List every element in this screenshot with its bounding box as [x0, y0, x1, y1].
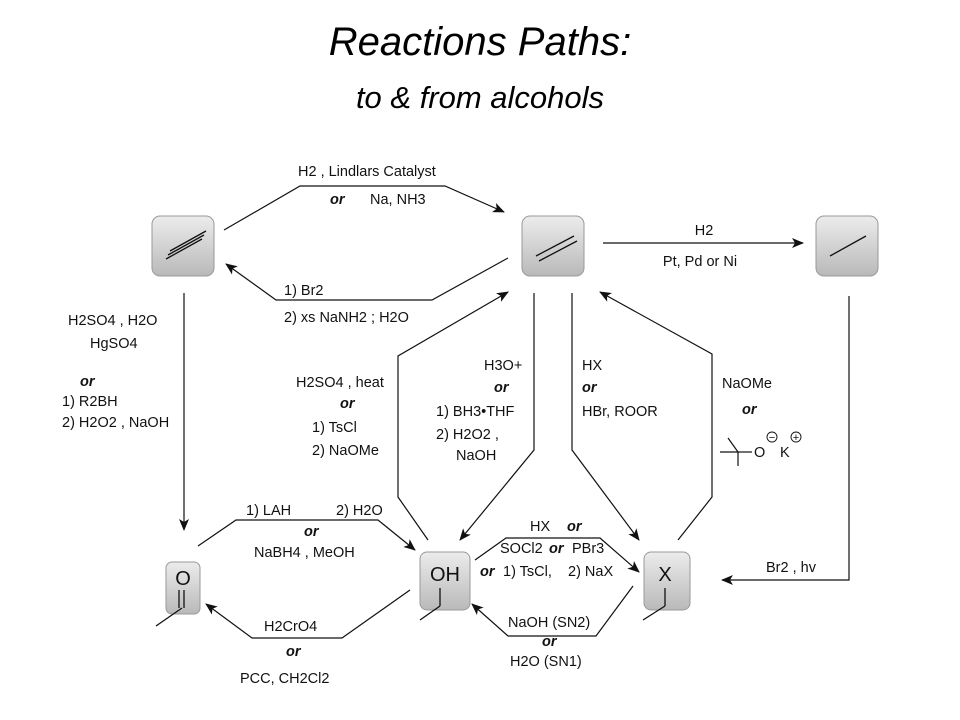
- svg-text:or: or: [542, 634, 558, 650]
- svg-text:H2CrO4: H2CrO4: [264, 619, 317, 635]
- label-alkene-to-alkane: H2 Pt, Pd or Ni: [663, 223, 737, 270]
- svg-text:NaOH (SN2): NaOH (SN2): [508, 615, 590, 631]
- svg-text:2) xs NaNH2 ; H2O: 2) xs NaNH2 ; H2O: [284, 310, 409, 326]
- carbonyl-label: O: [175, 568, 191, 590]
- svg-text:or: or: [742, 402, 758, 418]
- svg-text:HgSO4: HgSO4: [90, 336, 138, 352]
- svg-text:1) R2BH: 1) R2BH: [62, 394, 118, 410]
- label-alkene-to-halide: HX or HBr, ROOR: [582, 358, 658, 420]
- svg-text:1) TsCl: 1) TsCl: [312, 420, 357, 436]
- svg-text:or: or: [80, 374, 96, 390]
- arrow-alcohol-to-halide: [474, 537, 640, 573]
- label-halide-to-alcohol: NaOH (SN2) or H2O (SN1): [508, 615, 590, 670]
- svg-text:Br2 , hv: Br2 , hv: [766, 560, 817, 576]
- svg-text:K: K: [780, 445, 790, 461]
- svg-text:−: −: [769, 432, 775, 444]
- svg-text:NaOMe: NaOMe: [722, 376, 772, 392]
- svg-text:2) NaX: 2) NaX: [568, 564, 613, 580]
- label-alcohol-to-halide: HX or SOCl2 or PBr3 or 1) TsCl, 2) NaX: [480, 519, 613, 580]
- svg-text:2) H2O: 2) H2O: [336, 503, 383, 519]
- svg-text:PBr3: PBr3: [572, 541, 604, 557]
- alcohol-label: OH: [430, 564, 460, 586]
- arrow-carbonyl-to-alcohol: [197, 519, 416, 551]
- page-title: Reactions Paths:: [328, 20, 632, 64]
- label-alcohol-to-alkene: H2SO4 , heat or 1) TsCl 2) NaOMe: [296, 375, 384, 459]
- svg-text:2) NaOMe: 2) NaOMe: [312, 443, 379, 459]
- label-alcohol-to-carbonyl: H2CrO4 or PCC, CH2Cl2: [240, 619, 329, 687]
- svg-text:or: or: [567, 519, 583, 535]
- svg-text:H2O (SN1): H2O (SN1): [510, 654, 582, 670]
- svg-text:HX: HX: [582, 358, 602, 374]
- label-carbonyl-to-alcohol: 1) LAH 2) H2O or NaBH4 , MeOH: [246, 503, 383, 561]
- node-alkane: [815, 215, 879, 277]
- arrow-alkyne-to-alkene: [223, 185, 505, 231]
- node-halide: X: [642, 551, 691, 621]
- arrow-halide-to-alkene: [599, 291, 713, 541]
- label-alkyne-to-alkene: H2 , Lindlars Catalyst or Na, NH3: [298, 164, 436, 208]
- label-alkene-to-alkyne: 1) Br2 2) xs NaNH2 ; H2O: [284, 283, 409, 326]
- svg-text:2) H2O2 ,: 2) H2O2 ,: [436, 427, 499, 443]
- label-alkane-to-halide: Br2 , hv: [766, 560, 817, 576]
- tert-butoxide-structure: O − K +: [720, 431, 802, 466]
- label-alkene-to-alcohol: H3O+ or 1) BH3•THF 2) H2O2 , NaOH: [436, 358, 522, 464]
- svg-text:SOCl2: SOCl2: [500, 541, 543, 557]
- arrow-alcohol-to-alkene: [397, 291, 509, 541]
- svg-text:NaBH4 , MeOH: NaBH4 , MeOH: [254, 545, 355, 561]
- svg-text:1) Br2: 1) Br2: [284, 283, 324, 299]
- arrow-alcohol-to-carbonyl: [205, 589, 411, 639]
- node-alkene: [521, 215, 585, 277]
- svg-text:or: or: [286, 644, 302, 660]
- svg-text:H2SO4 , H2O: H2SO4 , H2O: [68, 313, 157, 329]
- svg-text:or: or: [330, 192, 346, 208]
- svg-text:or: or: [582, 380, 598, 396]
- svg-text:NaOH: NaOH: [456, 448, 496, 464]
- svg-text:1) BH3•THF: 1) BH3•THF: [436, 404, 515, 420]
- svg-text:Pt, Pd or Ni: Pt, Pd or Ni: [663, 254, 737, 270]
- svg-text:or: or: [549, 541, 565, 557]
- arrow-alkene-to-alcohol: [459, 293, 535, 541]
- svg-text:H2 , Lindlars Catalyst: H2 , Lindlars Catalyst: [298, 164, 436, 180]
- page-subtitle: to & from alcohols: [355, 80, 605, 115]
- svg-text:or: or: [494, 380, 510, 396]
- arrow-alkene-to-alkyne: [225, 257, 509, 301]
- svg-text:or: or: [340, 396, 356, 412]
- arrow-alkane-to-halide: [721, 296, 850, 585]
- svg-text:HBr, ROOR: HBr, ROOR: [582, 404, 658, 420]
- svg-text:PCC, CH2Cl2: PCC, CH2Cl2: [240, 671, 329, 687]
- svg-text:HX: HX: [530, 519, 550, 535]
- svg-text:H2SO4 , heat: H2SO4 , heat: [296, 375, 384, 391]
- svg-text:Na, NH3: Na, NH3: [370, 192, 426, 208]
- arrow-alkene-to-halide: [571, 293, 640, 541]
- svg-text:O: O: [754, 445, 765, 461]
- svg-text:H2: H2: [695, 223, 714, 239]
- svg-text:2) H2O2 , NaOH: 2) H2O2 , NaOH: [62, 415, 169, 431]
- node-alcohol: OH: [419, 551, 471, 621]
- label-halide-to-alkene: NaOMe or O − K +: [720, 376, 802, 466]
- svg-text:or: or: [480, 564, 496, 580]
- svg-text:1) TsCl,: 1) TsCl,: [503, 564, 552, 580]
- svg-text:H3O+: H3O+: [484, 358, 522, 374]
- svg-text:+: +: [793, 432, 799, 444]
- svg-text:1) LAH: 1) LAH: [246, 503, 291, 519]
- svg-text:or: or: [304, 524, 320, 540]
- node-carbonyl: O: [155, 561, 201, 627]
- arrow-halide-to-alcohol: [471, 585, 634, 637]
- node-alkyne: [151, 215, 215, 277]
- label-alkyne-to-carbonyl: H2SO4 , H2O HgSO4 or 1) R2BH 2) H2O2 , N…: [62, 313, 169, 431]
- halide-label: X: [658, 564, 671, 586]
